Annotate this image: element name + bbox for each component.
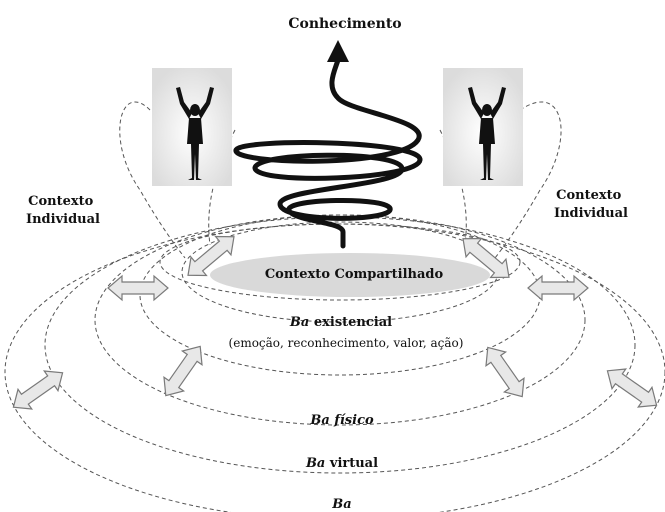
ba-existencial-sub: (emoção, reconhecimento, valor, ação) xyxy=(229,336,464,350)
spiral-arrow-icon xyxy=(233,40,423,249)
double-arrow-icon xyxy=(477,339,533,405)
left-person-photo xyxy=(152,68,232,186)
ba-label: Ba xyxy=(331,497,351,512)
ellipse-inner-2 xyxy=(159,223,521,301)
ellipse-ba-outer xyxy=(4,223,665,512)
ba-existencial-label: Ba existencial xyxy=(289,315,392,330)
shared-context-area xyxy=(210,253,490,297)
ellipse-ba-virtual xyxy=(44,216,636,474)
double-arrow-icon xyxy=(527,275,589,301)
right-context-loop xyxy=(494,101,562,259)
right-context-label: Contexto Individual xyxy=(554,188,628,221)
double-arrow-icon xyxy=(599,360,665,416)
left-context-label: Contexto Individual xyxy=(26,194,100,227)
ba-fisico-label: Ba físico xyxy=(309,413,374,428)
ellipse-ba-fisico xyxy=(94,214,586,426)
shared-context-label: Contexto Compartilhado xyxy=(265,267,444,282)
top-label: Conhecimento xyxy=(288,16,401,32)
double-arrow-icon xyxy=(107,275,169,301)
ba-virtual-label: Ba virtual xyxy=(305,456,378,471)
right-person-photo xyxy=(443,68,523,186)
left-context-loop xyxy=(119,101,186,259)
